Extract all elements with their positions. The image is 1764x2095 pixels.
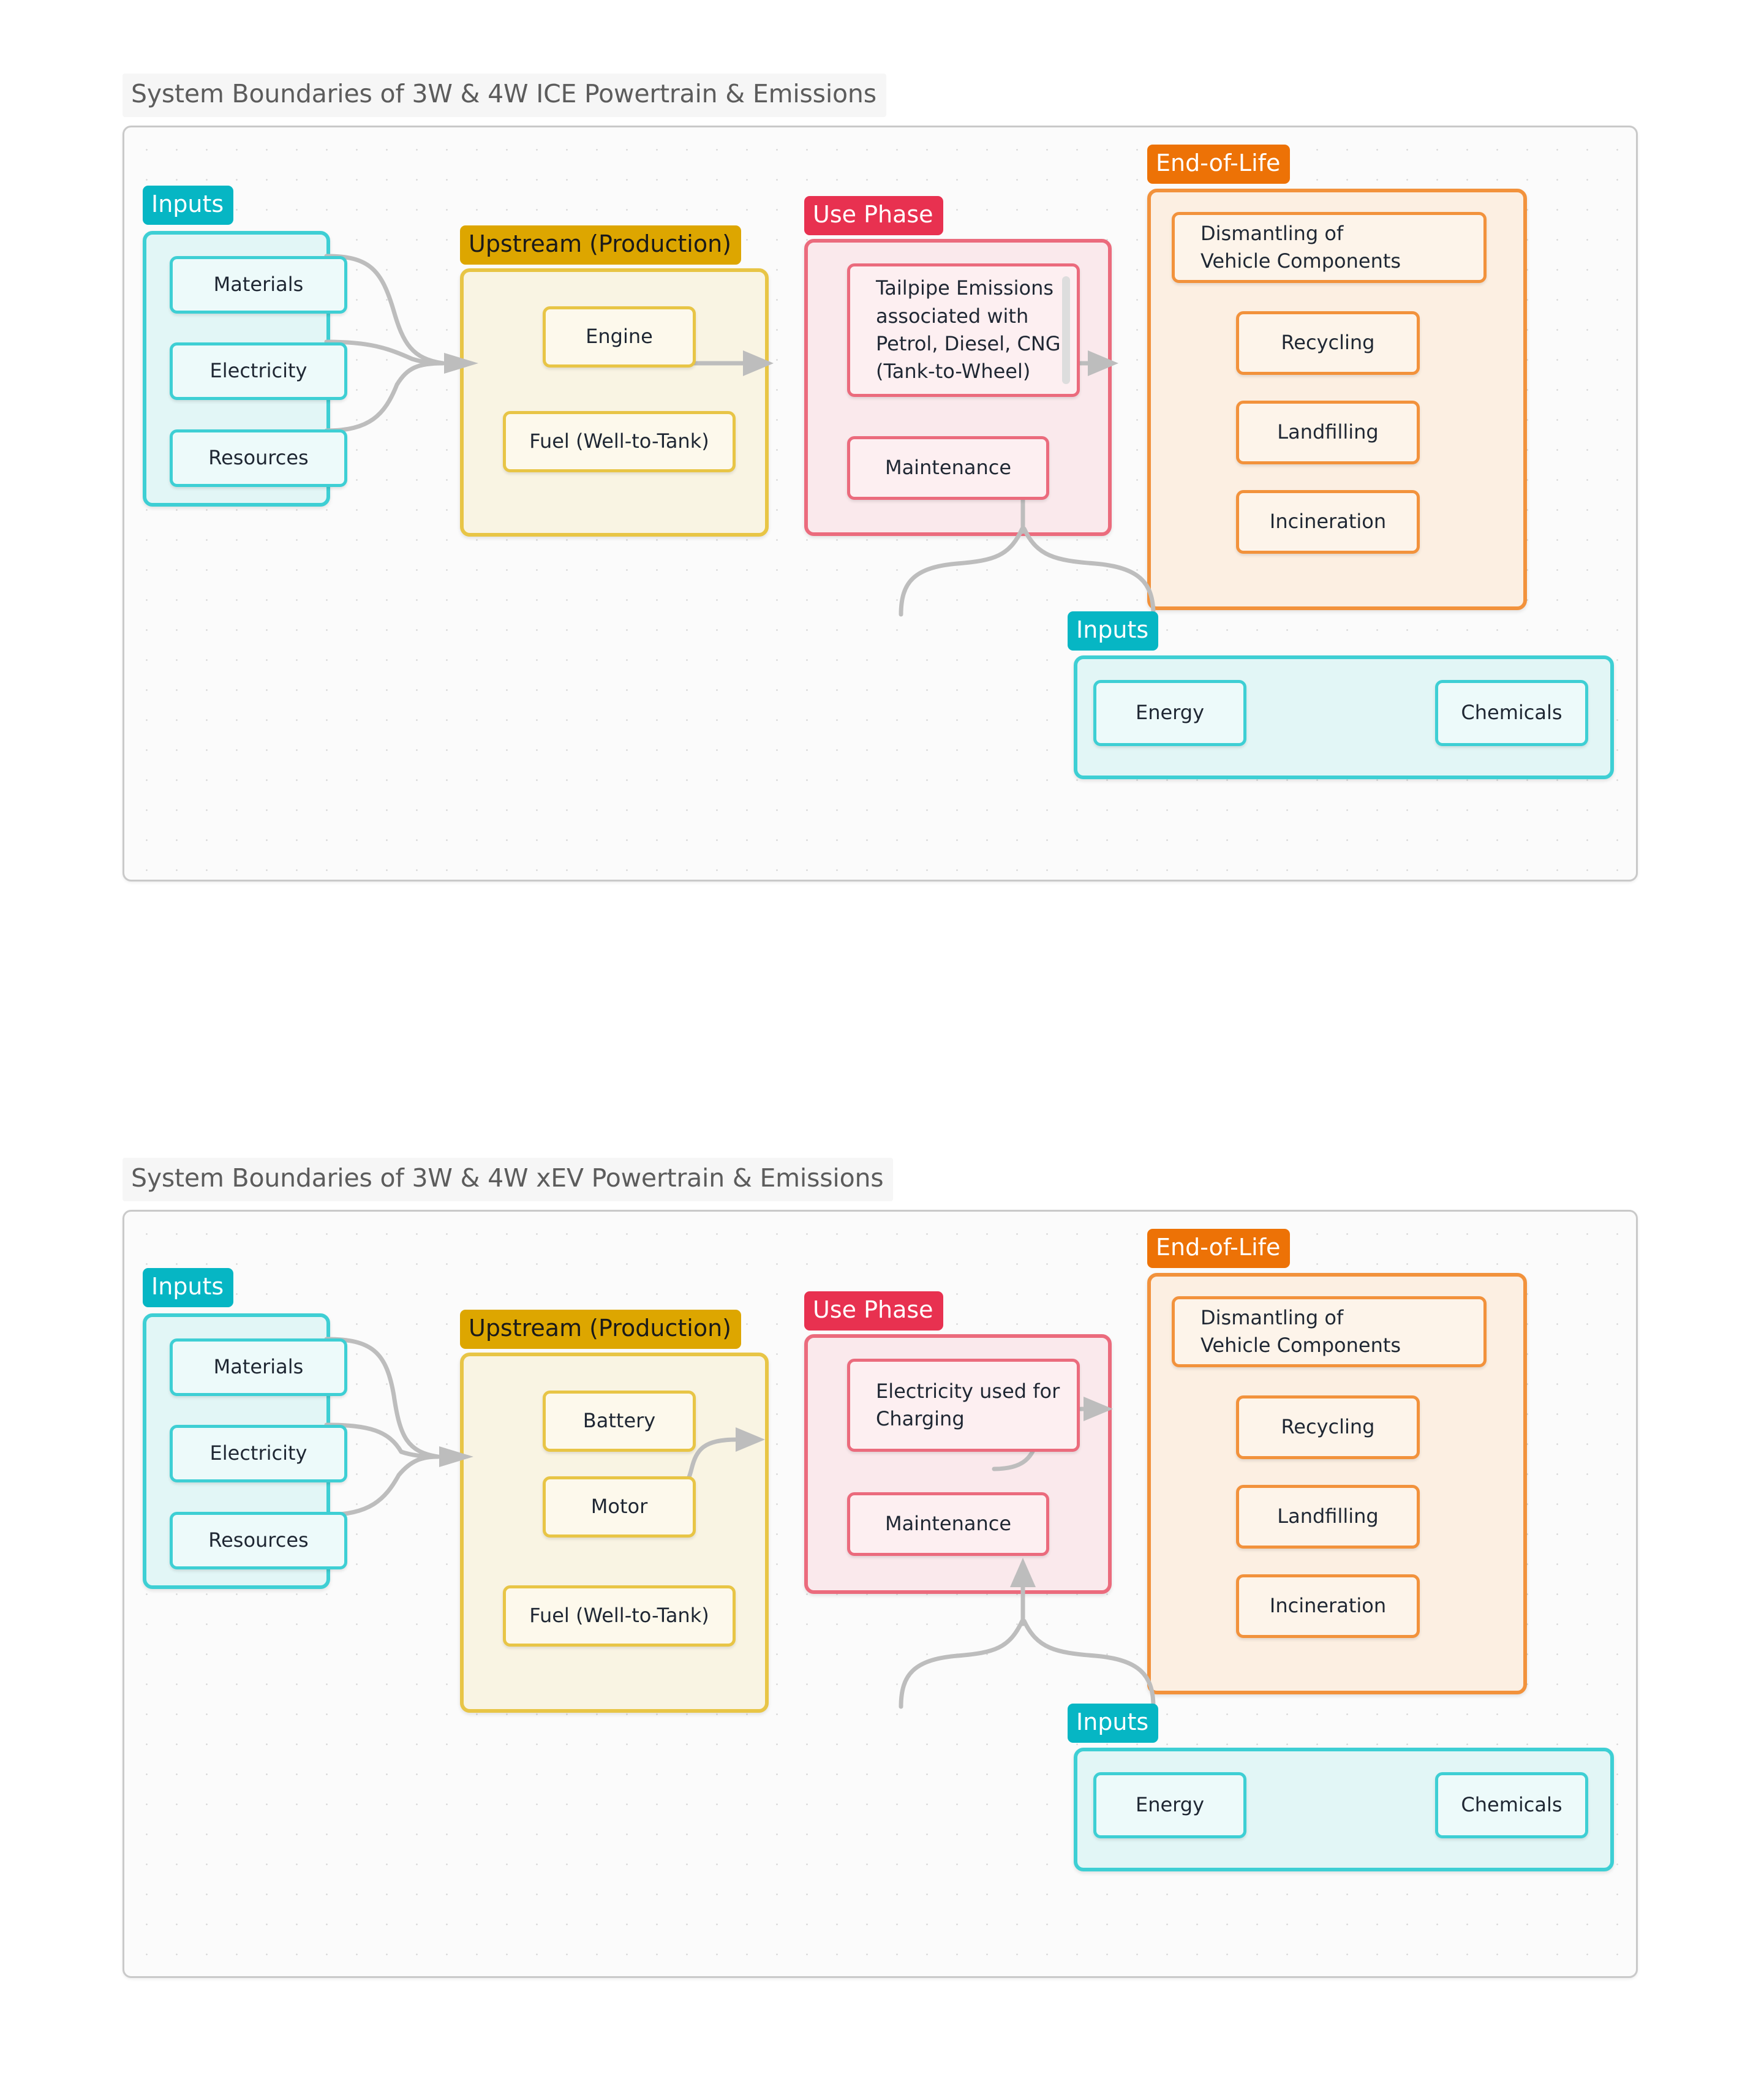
cluster-label-eol-inputs: Inputs: [1068, 1704, 1159, 1743]
node-maintenance[interactable]: Maintenance: [847, 436, 1049, 500]
node-motor[interactable]: Motor: [543, 1476, 696, 1538]
diagram-xev-canvas: Inputs Materials Electricity Resources U…: [123, 1210, 1638, 1978]
node-incineration[interactable]: Incineration: [1236, 490, 1420, 554]
node-landfilling[interactable]: Landfilling: [1236, 1485, 1420, 1549]
node-fuel-well-to-tank[interactable]: Fuel (Well-to-Tank): [503, 1585, 736, 1647]
node-maintenance[interactable]: Maintenance: [847, 1492, 1049, 1556]
cluster-label-end-of-life: End-of-Life: [1147, 1229, 1291, 1268]
node-materials[interactable]: Materials: [170, 1338, 347, 1396]
node-chemicals[interactable]: Chemicals: [1435, 1772, 1588, 1838]
diagram-xev: System Boundaries of 3W & 4W xEV Powertr…: [123, 1158, 1638, 1978]
node-electricity-charging[interactable]: Electricity used for Charging: [847, 1359, 1080, 1452]
node-resources[interactable]: Resources: [170, 1512, 347, 1569]
cluster-label-use-phase: Use Phase: [804, 196, 943, 235]
cluster-label-inputs: Inputs: [143, 186, 234, 225]
node-energy[interactable]: Energy: [1093, 680, 1246, 746]
cluster-label-eol-inputs: Inputs: [1068, 611, 1159, 651]
node-incineration[interactable]: Incineration: [1236, 1574, 1420, 1638]
diagram-ice: System Boundaries of 3W & 4W ICE Powertr…: [123, 74, 1638, 881]
cluster-label-inputs: Inputs: [143, 1268, 234, 1307]
node-battery[interactable]: Battery: [543, 1391, 696, 1452]
diagram-ice-title: System Boundaries of 3W & 4W ICE Powertr…: [123, 74, 886, 117]
node-engine[interactable]: Engine: [543, 306, 696, 368]
node-energy[interactable]: Energy: [1093, 1772, 1246, 1838]
cluster-label-use-phase: Use Phase: [804, 1291, 943, 1331]
node-electricity[interactable]: Electricity: [170, 1425, 347, 1482]
node-tailpipe-emissions[interactable]: Tailpipe Emissions associated with Petro…: [847, 263, 1080, 397]
scrollbar-thumb[interactable]: [1062, 276, 1070, 384]
cluster-label-upstream: Upstream (Production): [460, 225, 742, 265]
node-landfilling[interactable]: Landfilling: [1236, 401, 1420, 464]
node-materials[interactable]: Materials: [170, 256, 347, 314]
node-dismantling[interactable]: Dismantling of Vehicle Components: [1172, 1296, 1487, 1367]
cluster-label-end-of-life: End-of-Life: [1147, 145, 1291, 184]
node-chemicals[interactable]: Chemicals: [1435, 680, 1588, 746]
node-electricity[interactable]: Electricity: [170, 342, 347, 400]
cluster-label-upstream: Upstream (Production): [460, 1310, 742, 1349]
node-resources[interactable]: Resources: [170, 429, 347, 487]
node-fuel-well-to-tank[interactable]: Fuel (Well-to-Tank): [503, 411, 736, 472]
node-recycling[interactable]: Recycling: [1236, 311, 1420, 375]
node-dismantling[interactable]: Dismantling of Vehicle Components: [1172, 212, 1487, 283]
diagram-ice-canvas: Inputs Materials Electricity Resources U…: [123, 126, 1638, 881]
node-recycling[interactable]: Recycling: [1236, 1395, 1420, 1459]
diagram-xev-title: System Boundaries of 3W & 4W xEV Powertr…: [123, 1158, 894, 1201]
